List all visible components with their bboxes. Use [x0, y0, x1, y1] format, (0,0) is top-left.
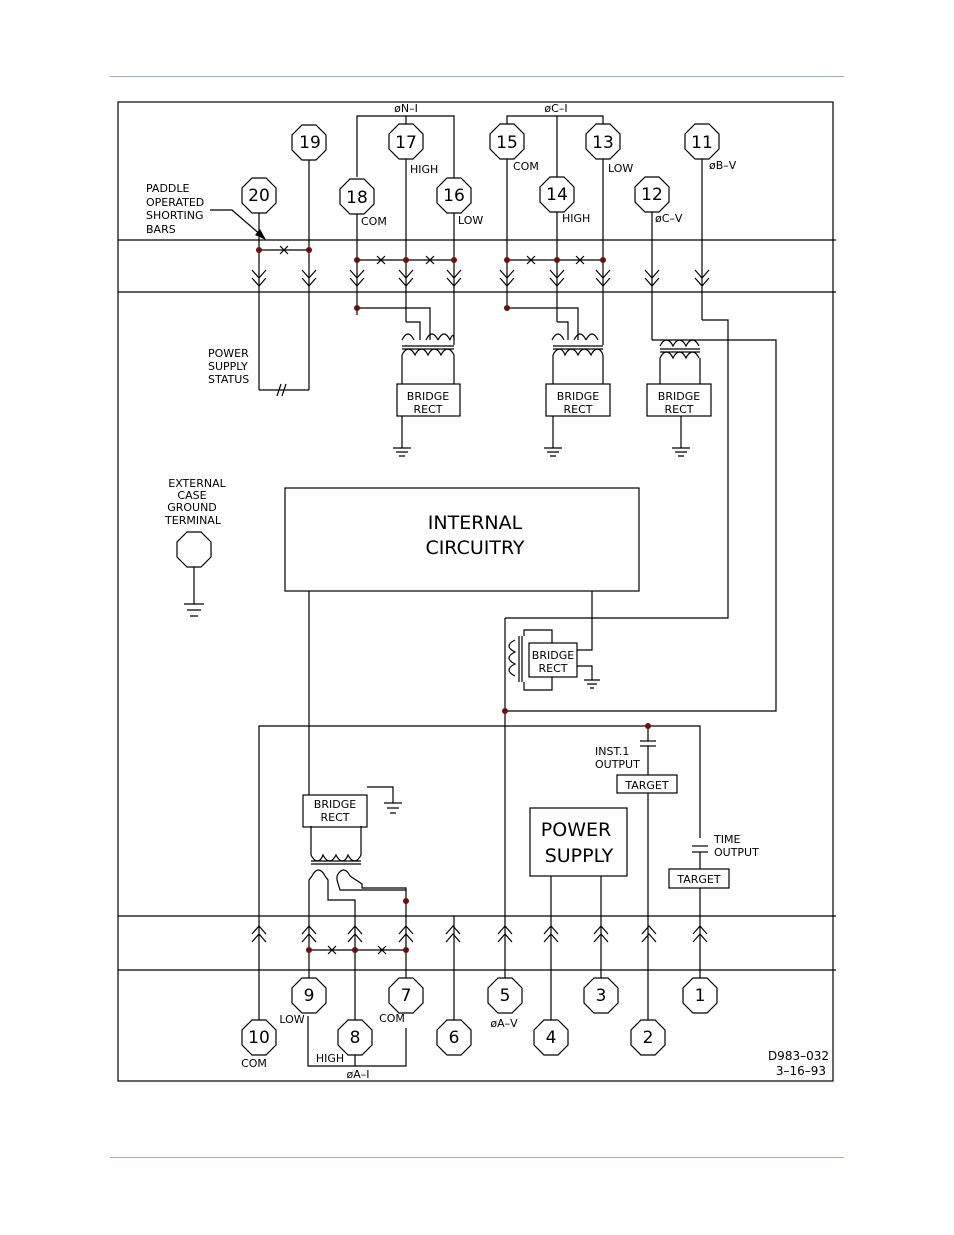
svg-text:PADDLE: PADDLE	[146, 182, 190, 195]
svg-text:3–16–93: 3–16–93	[776, 1064, 826, 1078]
terminal-14-number: 14	[546, 185, 568, 205]
terminal-9-label: LOW	[279, 1013, 304, 1026]
internal-circuitry-box: INTERNAL CIRCUITRY	[284, 487, 640, 592]
terminal-16-number: 16	[443, 186, 465, 206]
svg-text:OUTPUT: OUTPUT	[595, 758, 640, 771]
svg-text:SUPPLY: SUPPLY	[545, 845, 614, 867]
svg-text:SHORTING: SHORTING	[146, 209, 203, 222]
octagons	[176, 123, 720, 1056]
svg-text:CASE: CASE	[177, 489, 206, 502]
svg-text:BRIDGE: BRIDGE	[658, 390, 700, 403]
svg-text:TARGET: TARGET	[676, 873, 721, 886]
svg-text:OPERATED: OPERATED	[146, 196, 204, 209]
ground-terminal-label: EXTERNAL CASE GROUND TERMINAL	[164, 477, 227, 527]
terminal-1-number: 1	[695, 986, 706, 1006]
terminal-7-label: COM	[379, 1012, 405, 1025]
terminal-13-label: LOW	[608, 162, 633, 175]
terminal-5-label: øA–V	[490, 1017, 518, 1030]
terminal-18-number: 18	[346, 188, 368, 208]
terminal-12-number: 12	[641, 185, 663, 205]
group-label-n-i: øN–I	[394, 102, 418, 115]
terminal-16-label: LOW	[458, 214, 483, 227]
target-box-time: TARGET	[668, 868, 730, 889]
terminal-2-number: 2	[643, 1028, 654, 1048]
svg-text:TERMINAL: TERMINAL	[164, 514, 222, 527]
header-rule	[110, 76, 844, 77]
terminal-14-label: HIGH	[562, 212, 590, 225]
terminal-8-number: 8	[350, 1028, 361, 1048]
svg-text:BARS: BARS	[146, 223, 176, 236]
svg-text:BRIDGE: BRIDGE	[407, 390, 449, 403]
svg-text:BRIDGE: BRIDGE	[314, 798, 356, 811]
frame	[117, 101, 836, 1082]
bridge-rect-4: BRIDGE RECT	[528, 642, 578, 678]
terminal-11-number: 11	[691, 133, 713, 153]
terminal-10-label: COM	[241, 1057, 267, 1070]
svg-text:RECT: RECT	[665, 403, 694, 416]
terminal-17-number: 17	[395, 133, 417, 153]
terminal-20-number: 20	[248, 186, 270, 206]
footer-rule	[110, 1157, 844, 1158]
svg-text:CIRCUITRY: CIRCUITRY	[425, 537, 524, 559]
svg-text:EXTERNAL: EXTERNAL	[168, 477, 226, 490]
group-label-a-i: øA–I	[347, 1068, 370, 1081]
terminal-4-number: 4	[546, 1028, 557, 1048]
terminal-18-label: COM	[361, 215, 387, 228]
terminal-5-number: 5	[500, 986, 511, 1006]
paddle-label: PADDLE OPERATED SHORTING BARS	[146, 182, 204, 236]
target-box-inst: TARGET	[616, 774, 678, 794]
terminal-12-label: øC–V	[655, 212, 683, 225]
bridge-rect-3: BRIDGE RECT	[646, 383, 712, 417]
svg-text:GROUND: GROUND	[167, 501, 217, 514]
terminal-6-number: 6	[449, 1028, 460, 1048]
inst-output-label: INST.1 OUTPUT	[595, 745, 640, 771]
svg-text:RECT: RECT	[321, 811, 350, 824]
middle-wiring	[184, 566, 708, 1067]
svg-text:SUPPLY: SUPPLY	[208, 360, 248, 373]
top-wiring	[210, 115, 777, 712]
terminal-15-label: COM	[513, 160, 539, 173]
svg-text:POWER: POWER	[541, 819, 611, 841]
svg-text:STATUS: STATUS	[208, 373, 249, 386]
terminal-15-number: 15	[496, 133, 518, 153]
svg-text:INTERNAL: INTERNAL	[428, 512, 523, 534]
svg-text:INST.1: INST.1	[595, 745, 629, 758]
connector-chevrons	[251, 269, 710, 943]
terminal-7-number: 7	[401, 986, 412, 1006]
svg-text:D983–032: D983–032	[768, 1049, 829, 1063]
terminal-11-label: øB–V	[709, 159, 737, 172]
svg-text:RECT: RECT	[414, 403, 443, 416]
terminal-17-label: HIGH	[410, 163, 438, 176]
bridge-rect-5: BRIDGE RECT	[302, 794, 368, 828]
power-supply-box: POWER SUPPLY	[529, 807, 628, 877]
time-output-label: TIME OUTPUT	[713, 833, 759, 859]
terminal-9-number: 9	[304, 986, 315, 1006]
svg-text:RECT: RECT	[564, 403, 593, 416]
terminal-13-number: 13	[592, 133, 614, 153]
svg-text:TARGET: TARGET	[624, 779, 669, 792]
terminal-10-number: 10	[248, 1028, 270, 1048]
bridge-rect-2: BRIDGE RECT	[545, 383, 611, 417]
junction-dots	[256, 247, 651, 953]
svg-text:RECT: RECT	[539, 662, 568, 675]
svg-text:TIME: TIME	[713, 833, 740, 846]
power-supply-status-label: POWER SUPPLY STATUS	[208, 347, 249, 386]
terminal-19-number: 19	[299, 133, 321, 153]
terminal-8-label: HIGH	[316, 1052, 344, 1065]
svg-text:BRIDGE: BRIDGE	[532, 649, 574, 662]
drawing-id: D983–032 3–16–93	[768, 1049, 829, 1078]
terminal-3-number: 3	[596, 986, 607, 1006]
svg-text:BRIDGE: BRIDGE	[557, 390, 599, 403]
bridge-rect-1: BRIDGE RECT	[396, 383, 461, 417]
group-label-c-i: øC–I	[544, 102, 567, 115]
svg-text:POWER: POWER	[208, 347, 249, 360]
svg-text:OUTPUT: OUTPUT	[714, 846, 759, 859]
